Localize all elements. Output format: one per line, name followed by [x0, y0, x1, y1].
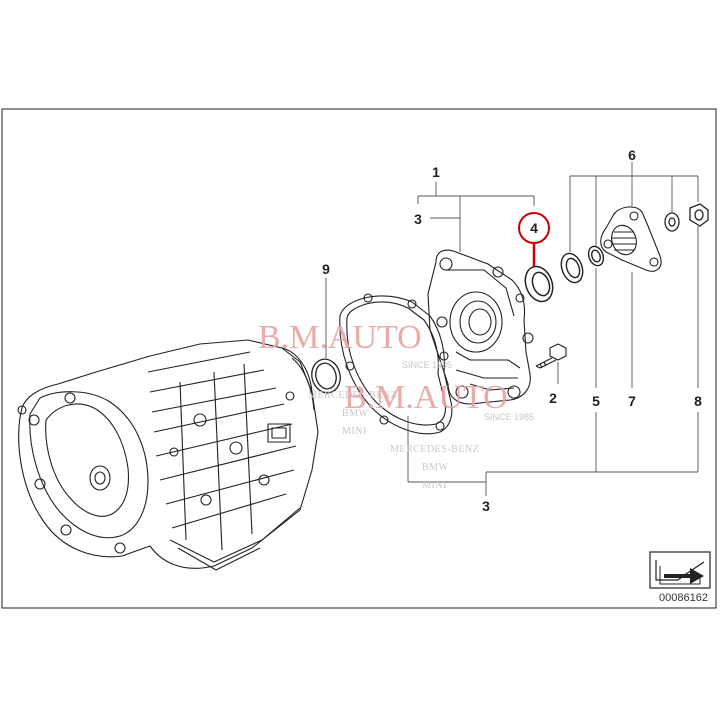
callout-3-top: 3 — [414, 211, 422, 227]
watermark-brand-2: B.M.AUTO — [344, 379, 508, 416]
callout-3-bottom: 3 — [482, 498, 490, 514]
watermark-make-2b: BMW — [422, 462, 449, 473]
watermark-make-1c: MINI — [342, 426, 367, 437]
diagram-code: 00086162 — [659, 592, 708, 604]
watermark-make-1b: BMW — [342, 408, 369, 419]
part-2-bolt — [535, 343, 567, 369]
watermark: B.M.AUTO SINCE 1985 MERCEDES-BENZ BMW MI… — [258, 319, 534, 491]
watermark-since-2: SINCE 1985 — [484, 412, 534, 422]
callout-5: 5 — [592, 393, 600, 409]
callout-8: 8 — [694, 393, 702, 409]
callout-1: 1 — [432, 164, 440, 180]
callout-2: 2 — [549, 390, 557, 406]
leader-lines — [325, 162, 699, 496]
part-5-circlip — [560, 252, 584, 284]
watermark-make-2c: MINI — [422, 480, 447, 491]
part-4-shaft-seal — [524, 265, 554, 303]
watermark-make-1a: MERCEDES-BENZ — [308, 390, 397, 401]
callout-4: 4 — [530, 220, 538, 236]
watermark-brand-1: B.M.AUTO — [258, 319, 422, 356]
part-1-output-housing — [427, 249, 534, 405]
transmission-housing — [17, 339, 319, 571]
part-9-sealing-ring — [311, 358, 341, 394]
part-7-output-flange — [600, 206, 662, 272]
part-gasket — [339, 293, 453, 435]
diagram-border — [1, 108, 717, 609]
callout-7: 7 — [628, 393, 636, 409]
part-8-collar-nut — [689, 203, 709, 227]
callout-6: 6 — [628, 147, 636, 163]
part-8-washer — [664, 212, 680, 232]
part-5-ring — [587, 245, 605, 267]
watermark-since-1: SINCE 1985 — [402, 360, 452, 370]
callout-9: 9 — [322, 261, 330, 277]
watermark-make-2a: MERCEDES-BENZ — [390, 444, 479, 455]
diagram-symbol-icon — [649, 551, 711, 589]
